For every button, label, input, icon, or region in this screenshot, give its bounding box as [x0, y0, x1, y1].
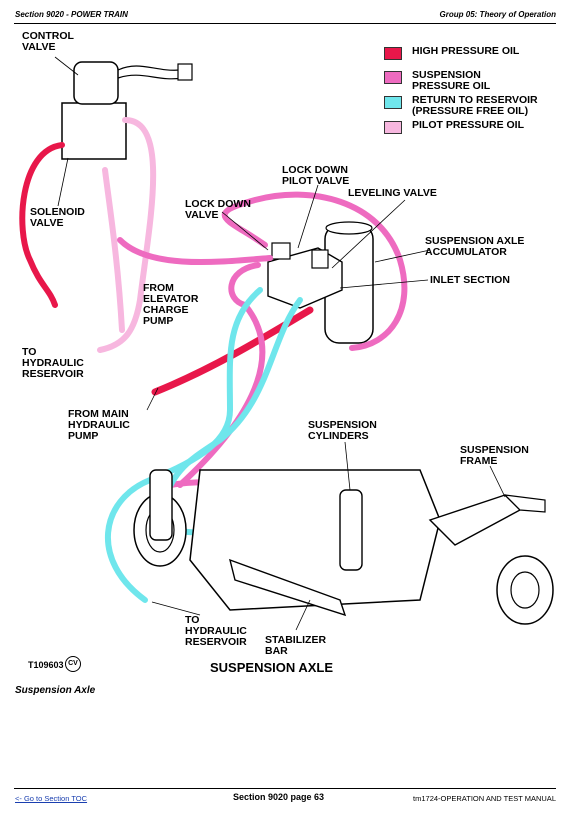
- label-to-reservoir-bottom: TO HYDRAULIC RESERVOIR: [185, 614, 247, 648]
- legend-label: RETURN TO RESERVOIR (PRESSURE FREE OIL): [412, 94, 538, 117]
- go-to-toc-link[interactable]: <- Go to Section TOC: [15, 794, 88, 803]
- label-from-main-pump: FROM MAIN HYDRAULIC PUMP: [68, 408, 130, 442]
- stabilizer-bar-shape: [229, 558, 347, 617]
- label-solenoid-valve: SOLENOID VALVE: [30, 206, 85, 229]
- label-control-valve: CONTROL VALVE: [22, 30, 74, 53]
- label-to-reservoir-left: TO HYDRAULIC RESERVOIR: [22, 346, 84, 380]
- figure-caption: Suspension Axle: [15, 685, 96, 696]
- control-valve-body: [61, 102, 127, 160]
- label-from-elevator-pump: FROM ELEVATOR CHARGE PUMP: [143, 282, 199, 327]
- legend-item-pilot-pressure: PILOT PRESSURE OIL: [384, 120, 524, 134]
- legend-item-suspension-pressure: SUSPENSION PRESSURE OIL: [384, 70, 490, 92]
- legend-swatch: [384, 47, 402, 60]
- label-suspension-frame: SUSPENSION FRAME: [460, 444, 529, 467]
- figure-id: T109603: [28, 660, 64, 670]
- group-header: Group 05: Theory of Operation: [439, 10, 556, 19]
- figure-title: SUSPENSION AXLE: [210, 660, 334, 675]
- axle-housing: [189, 469, 441, 611]
- footer-rule: [14, 788, 556, 789]
- page-number: Section 9020 page 63: [233, 792, 325, 802]
- legend-item-return: RETURN TO RESERVOIR (PRESSURE FREE OIL): [384, 95, 538, 117]
- label-leveling-valve: LEVELING VALVE: [348, 187, 437, 199]
- legend-label: HIGH PRESSURE OIL: [412, 45, 520, 57]
- legend-label: PILOT PRESSURE OIL: [412, 119, 525, 131]
- label-stabilizer-bar: STABILIZER BAR: [265, 634, 327, 657]
- suspension-frame-arm: [428, 494, 522, 546]
- hydraulic-diagram: [19, 56, 554, 631]
- label-lock-down-valve: LOCK DOWN VALVE: [185, 198, 251, 221]
- section-header: Section 9020 - POWER TRAIN: [15, 10, 128, 19]
- cv-badge-icon: CV: [65, 656, 81, 672]
- label-accumulator: SUSPENSION AXLE ACCUMULATOR: [425, 235, 525, 258]
- legend-swatch: [384, 96, 402, 109]
- legend-label: SUSPENSION PRESSURE OIL: [412, 69, 491, 92]
- label-suspension-cylinders: SUSPENSION CYLINDERS: [308, 419, 377, 442]
- legend-item-high-pressure: HIGH PRESSURE OIL: [384, 46, 519, 60]
- document-id: tm1724-OPERATION AND TEST MANUAL: [413, 794, 556, 803]
- label-inlet-section: INLET SECTION: [430, 274, 510, 286]
- legend-swatch: [384, 121, 402, 134]
- header-rule: [14, 23, 556, 24]
- legend-swatch: [384, 71, 402, 84]
- label-lock-down-pilot-valve: LOCK DOWN PILOT VALVE: [282, 164, 350, 187]
